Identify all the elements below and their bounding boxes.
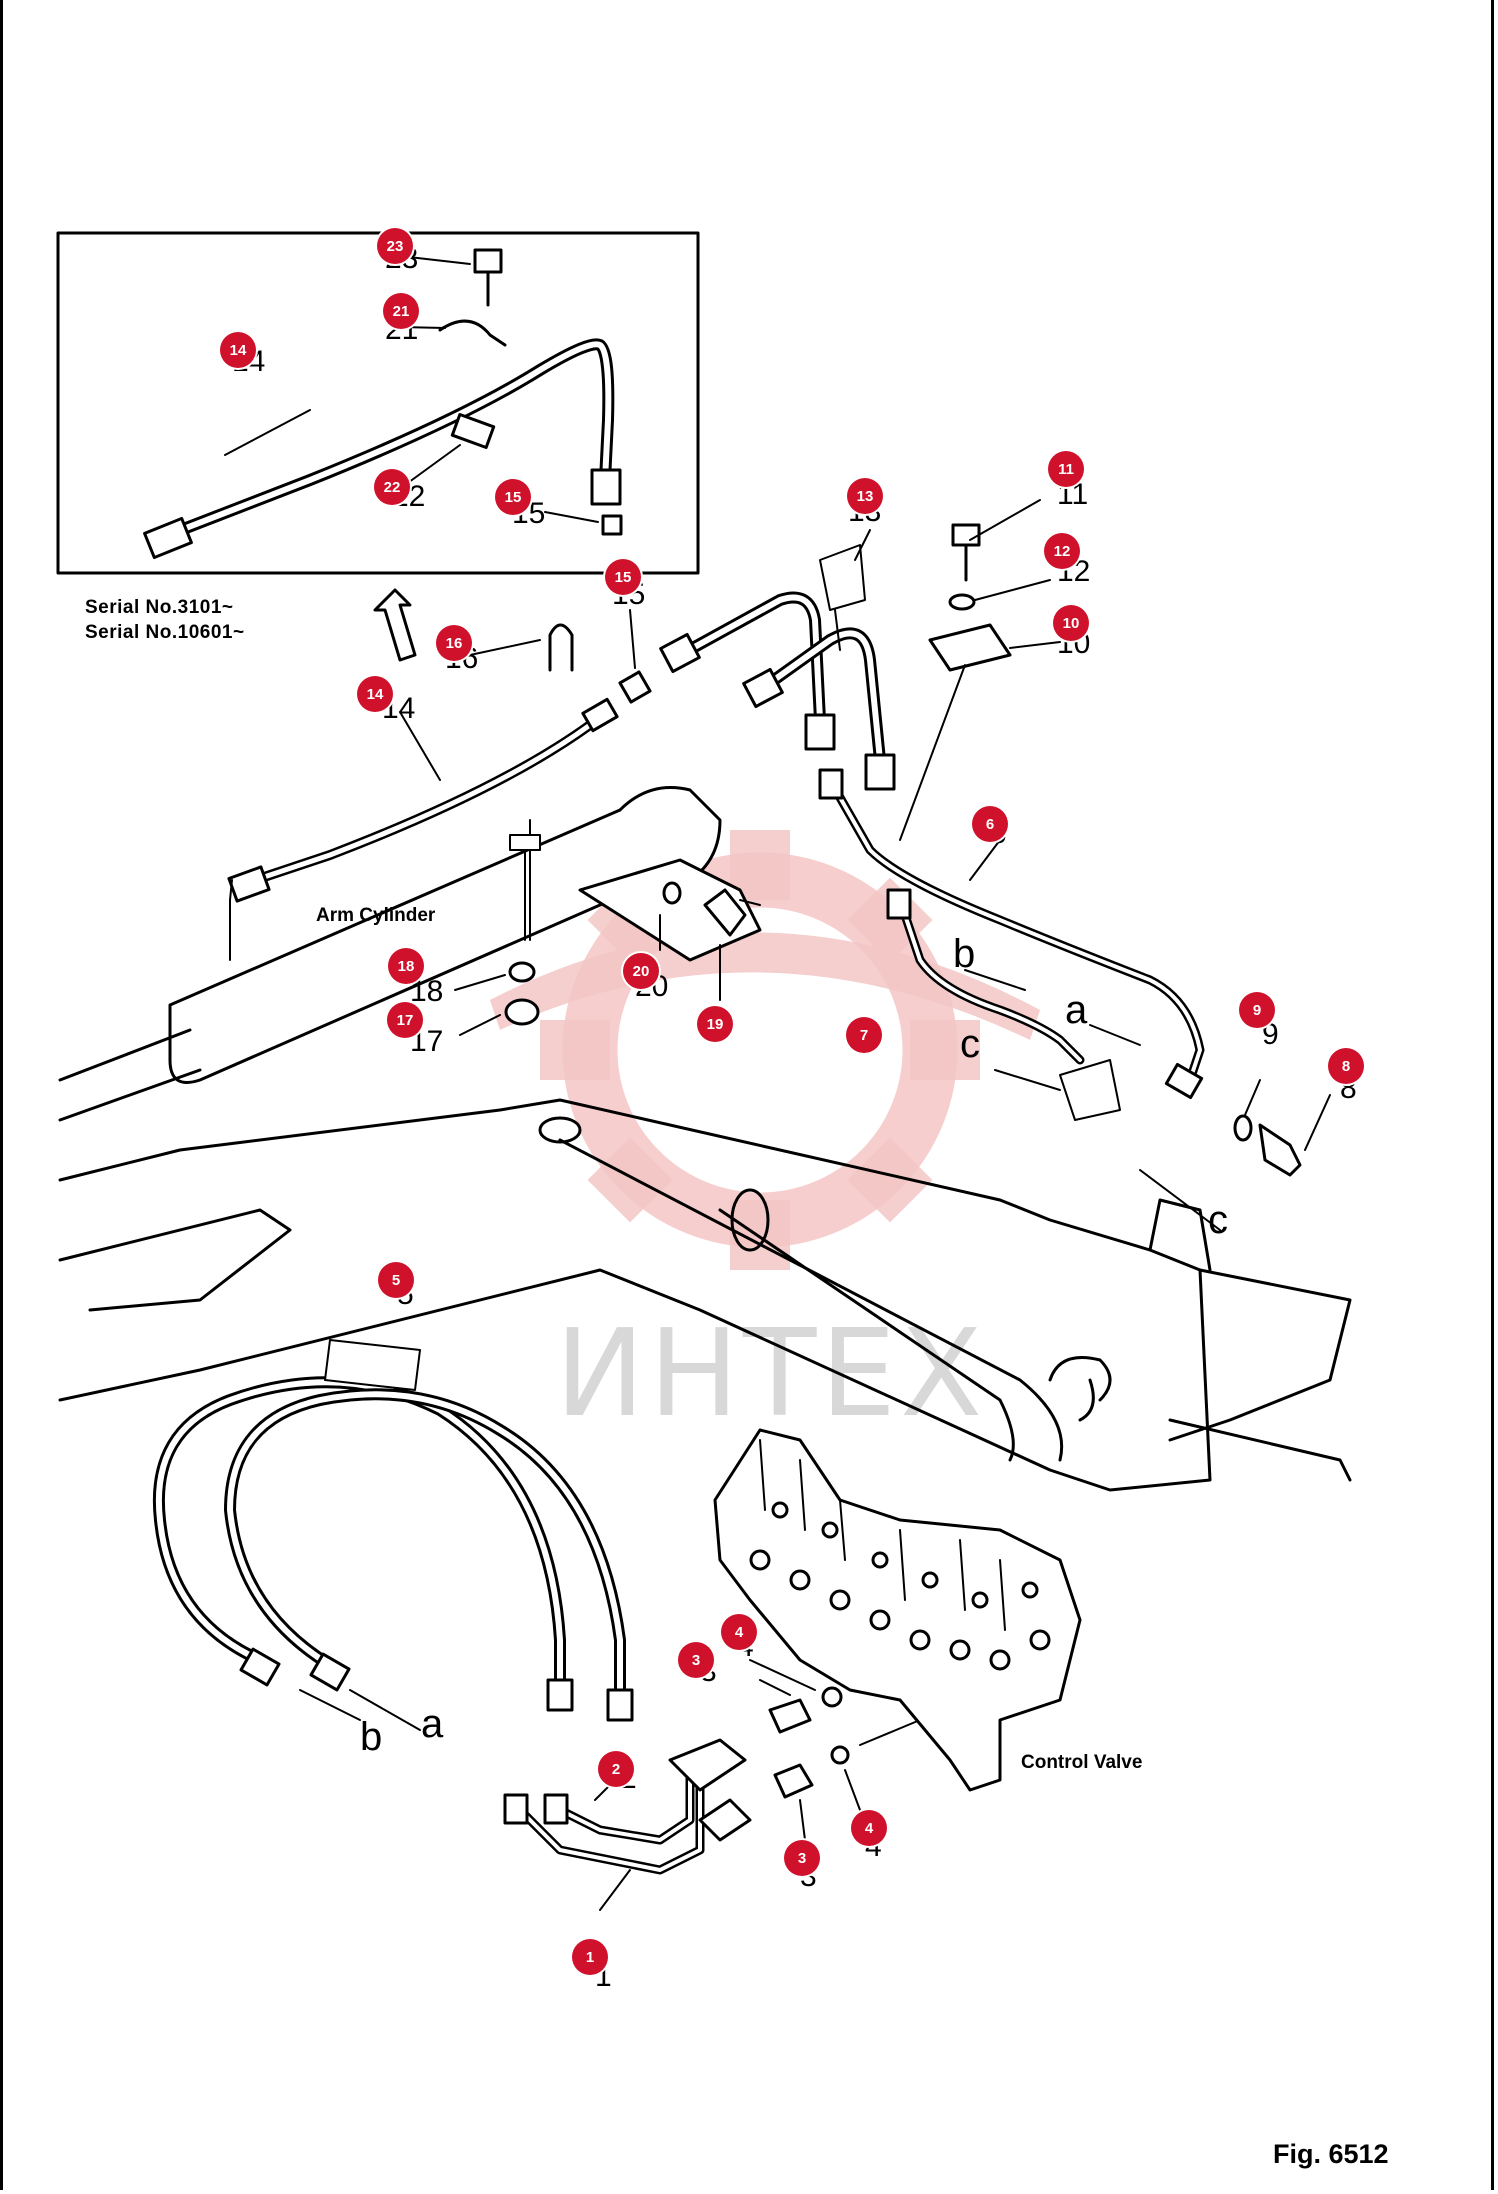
marker-8[interactable]: 8	[1328, 1048, 1364, 1084]
marker-15-inset[interactable]: 15	[495, 479, 531, 515]
marker-12[interactable]: 12	[1044, 533, 1080, 569]
marker-18[interactable]: 18	[388, 948, 424, 984]
arm-cylinder-label: Arm Cylinder	[316, 905, 436, 926]
marker-19[interactable]: 19	[697, 1006, 733, 1042]
flow-letter-b-lower: b	[360, 1715, 383, 1759]
part-number-9: 9	[1262, 1018, 1279, 1051]
flow-letter-c-right: c	[1208, 1198, 1228, 1242]
marker-23[interactable]: 23	[377, 228, 413, 264]
flow-letter-a-upper: a	[1065, 988, 1088, 1032]
marker-2[interactable]: 2	[598, 1751, 634, 1787]
marker-17[interactable]: 17	[387, 1002, 423, 1038]
figure-number: Fig. 6512	[1273, 2139, 1389, 2169]
marker-10[interactable]: 10	[1053, 605, 1089, 641]
serial-number-label-1: Serial No.3101~	[85, 597, 234, 618]
marker-1[interactable]: 1	[572, 1939, 608, 1975]
control-valve-label: Control Valve	[1021, 1752, 1143, 1773]
marker-15[interactable]: 15	[605, 559, 641, 595]
watermark-text: ИНТЕХ	[555, 1305, 987, 1444]
marker-5[interactable]: 5	[378, 1262, 414, 1298]
serial-number-label-2: Serial No.10601~	[85, 622, 245, 643]
marker-16[interactable]: 16	[436, 625, 472, 661]
flow-letter-a-lower: a	[421, 1702, 444, 1746]
marker-21[interactable]: 21	[383, 293, 419, 329]
marker-14[interactable]: 14	[357, 676, 393, 712]
marker-14-inset[interactable]: 14	[220, 332, 256, 368]
marker-4-lower[interactable]: 4	[851, 1810, 887, 1846]
marker-13[interactable]: 13	[847, 478, 883, 514]
marker-7[interactable]: 7	[846, 1017, 882, 1053]
marker-11[interactable]: 11	[1048, 451, 1084, 487]
flow-letter-b-upper: b	[953, 932, 976, 976]
marker-3-lower[interactable]: 3	[784, 1840, 820, 1876]
inset-box	[56, 231, 700, 575]
marker-9[interactable]: 9	[1239, 992, 1275, 1028]
marker-4-upper[interactable]: 4	[721, 1614, 757, 1650]
flow-letter-c-upper: c	[960, 1022, 980, 1066]
marker-22[interactable]: 22	[374, 469, 410, 505]
marker-3-upper[interactable]: 3	[678, 1642, 714, 1678]
marker-20[interactable]: 20	[623, 953, 659, 989]
marker-6[interactable]: 6	[972, 806, 1008, 842]
